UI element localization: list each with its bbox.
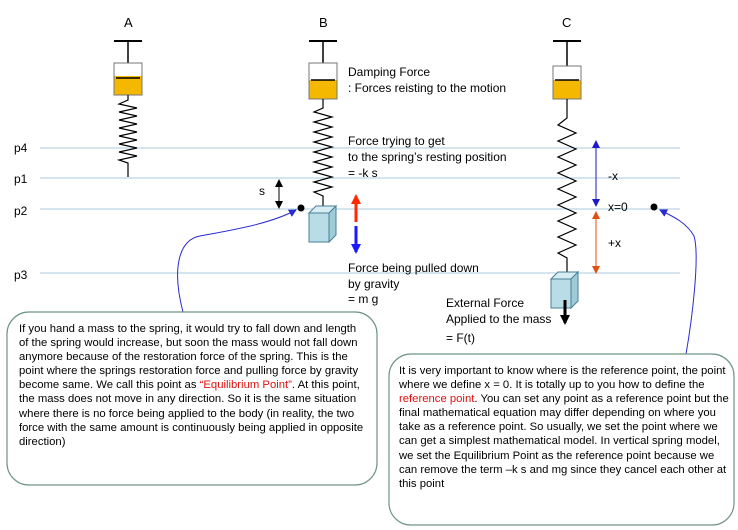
left-note-after: . At this point, the mass does not move … [19,379,364,448]
mass-c-front [550,278,572,309]
mass-c-side [570,270,579,310]
left-note-before: If you hand a mass to the spring, it wou… [19,323,359,392]
damper-fluid-c [553,80,581,99]
gravity-force-line2: by gravity [348,277,400,291]
column-label-a: A [124,15,133,30]
right-note-highlight: reference point [399,393,475,406]
x-zero-label: x=0 [608,200,628,214]
external-force-line1: External Force [446,296,525,310]
right-note-bubble [388,353,735,526]
gravity-force-line3: = m g [348,292,379,306]
damping-force-desc: : Forces reisting to the motion [348,81,507,95]
external-force-line3: = F(t) [446,331,475,345]
external-force-line2: Applied to the mass [446,312,552,326]
mass-b-side [328,204,337,244]
level-label-p1: p1 [14,172,28,186]
spring-system-c [549,40,658,325]
spring-force-line1: Force trying to get [348,134,445,148]
left-note-text: If you hand a mass to the spring, it wou… [19,322,367,449]
level-label-p2: p2 [14,204,28,218]
equilibrium-dot-b [297,204,305,212]
column-label-b: B [319,15,328,30]
left-note-pointer [177,209,297,313]
damper-fluid-a [114,76,142,95]
reference-dot-c [650,203,658,211]
displacement-s-label: s [259,184,265,198]
spring-force-line3: = -k s [348,166,378,180]
spring-force-line2: to the spring’s resting position [348,150,507,164]
mass-b-front [308,212,330,243]
minus-x-label: -x [608,169,618,183]
damping-force-title: Damping Force [348,65,431,79]
right-note-pointer [659,209,697,355]
damper-fluid-b [309,80,337,99]
spring-b [311,99,335,206]
left-note-highlight: “Equilibrium Point” [199,379,292,392]
level-label-p3: p3 [14,268,28,282]
left-note-bubble [6,311,378,486]
right-note-after: . You can set any point as a reference p… [399,393,729,490]
column-label-c: C [562,15,572,30]
spring-a [116,95,138,177]
spring-c [556,99,578,272]
level-label-p4: p4 [14,141,28,155]
spring-system-b [275,40,361,254]
right-note-text: It is very important to know where is th… [399,364,729,491]
right-note-before: It is very important to know where is th… [399,365,726,392]
spring-system-a [113,40,143,177]
gravity-force-line1: Force being pulled down [348,261,479,275]
plus-x-label: +x [608,236,622,250]
